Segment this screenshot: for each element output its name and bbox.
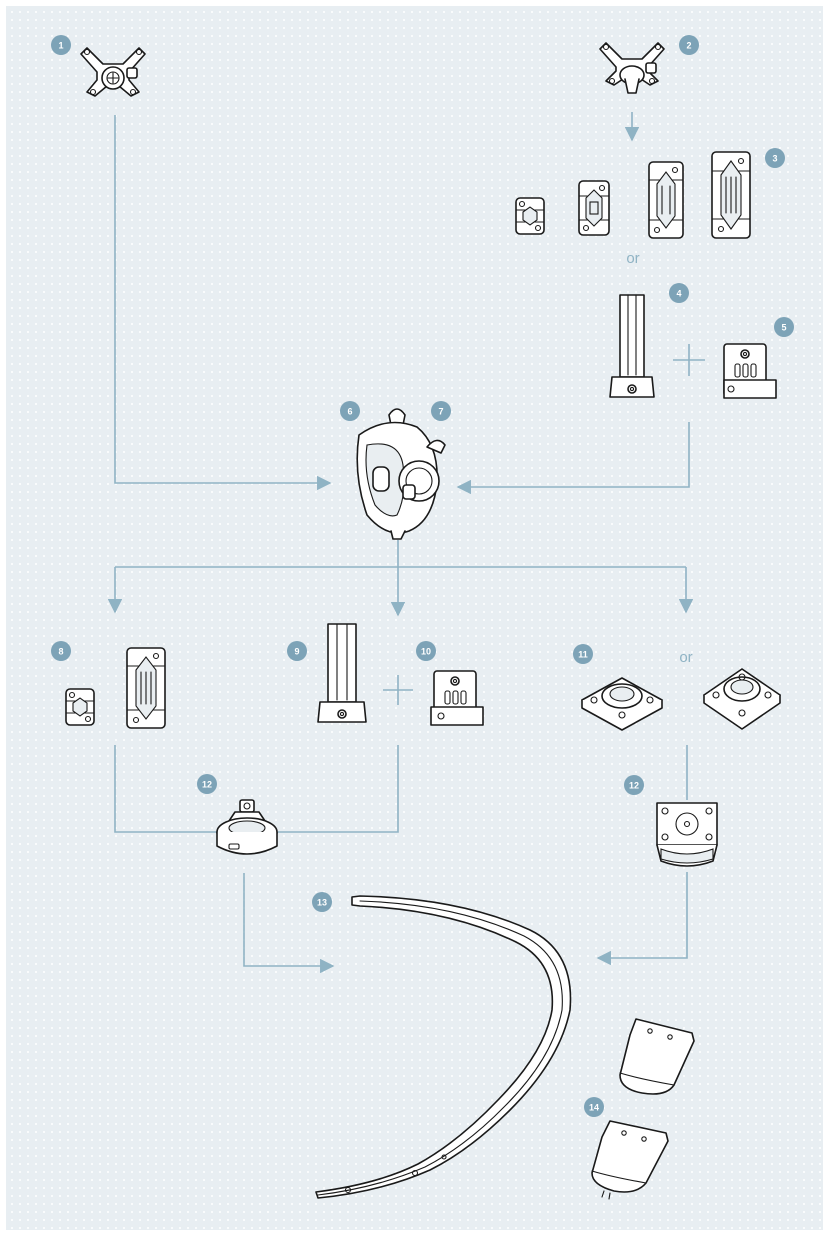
clamp-icon [127, 648, 165, 728]
step-number: 11 [578, 650, 588, 660]
step-number: 9 [294, 647, 299, 657]
clamp-icon [66, 689, 94, 725]
clamp-icon [579, 181, 609, 235]
step-number: 14 [589, 1103, 599, 1113]
step-number: 3 [772, 154, 777, 164]
step-number: 12 [202, 780, 212, 790]
step-badge: 13 [312, 892, 332, 912]
clamp-icon [649, 162, 683, 238]
step-badge: 2 [679, 35, 699, 55]
step-badge: 5 [774, 317, 794, 337]
step-number: 6 [347, 407, 352, 417]
clamp-icon [712, 152, 750, 238]
step-number: 8 [58, 647, 63, 657]
or-label: or [626, 250, 639, 267]
clamp-icon [516, 198, 544, 234]
base-mount-icon [657, 803, 717, 866]
step-badge: 12 [197, 774, 217, 794]
step-badge: 6 [340, 401, 360, 421]
step-number: 7 [438, 407, 443, 417]
step-badge: 1 [51, 35, 71, 55]
step-badge: 12 [624, 775, 644, 795]
step-badge: 8 [51, 641, 71, 661]
step-number: 5 [781, 323, 786, 333]
step-number: 1 [58, 41, 63, 51]
step-badge: 9 [287, 641, 307, 661]
step-badge: 3 [765, 148, 785, 168]
clamp-icon [431, 671, 483, 725]
or-label: or [679, 649, 692, 666]
step-badge: 7 [431, 401, 451, 421]
step-number: 12 [629, 781, 639, 791]
step-badge: 10 [416, 641, 436, 661]
step-number: 13 [317, 898, 327, 908]
step-badge: 14 [584, 1097, 604, 1117]
step-badge: 4 [669, 283, 689, 303]
step-number: 2 [686, 41, 691, 51]
step-number: 10 [421, 647, 431, 657]
step-badge: 11 [573, 644, 593, 664]
step-number: 4 [676, 289, 681, 299]
dot-grid [6, 6, 823, 1230]
